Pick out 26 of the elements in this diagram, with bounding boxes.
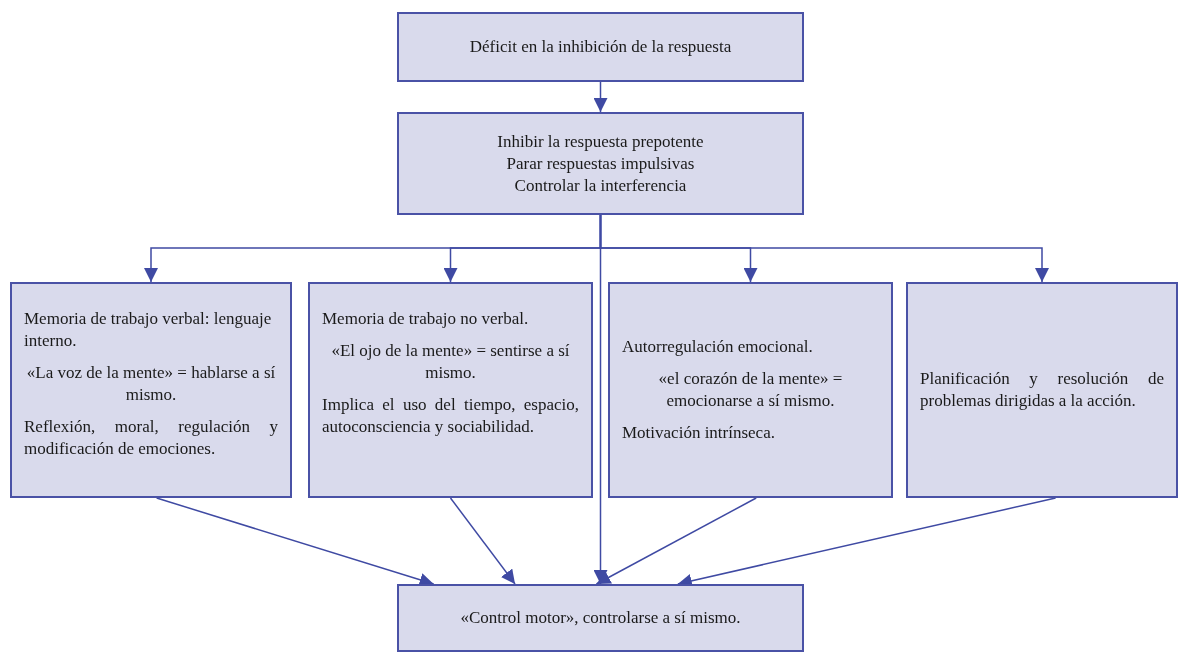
box-text: Parar respuestas impulsivas xyxy=(505,152,696,175)
box-text: Motivación intrínseca. xyxy=(622,422,776,444)
box-text: «el corazón de la mente» = emocionarse a sí mismo. xyxy=(657,368,844,412)
box-text: «La voz de la mente» = hablarse a sí mismo. xyxy=(25,362,277,406)
process-box xyxy=(906,282,1178,498)
box-text: Memoria de trabajo verbal: lenguaje interno. xyxy=(24,308,273,352)
arrow xyxy=(155,497,435,587)
box-text: Memoria de trabajo no verbal. xyxy=(322,308,530,330)
box-text: Controlar la interferencia xyxy=(513,174,688,197)
box-text: «El ojo de la mente» = sentirse a sí mismo. xyxy=(330,340,571,384)
box-text: Inhibir la respuesta prepotente xyxy=(496,130,705,153)
box-text: Déficit en la inhibición de la respuesta xyxy=(468,36,733,58)
process-box xyxy=(397,112,804,215)
box-text: Autorregulación emocional. xyxy=(622,336,814,358)
arrow xyxy=(593,81,608,113)
process-box xyxy=(10,282,292,498)
process-box xyxy=(397,12,804,82)
arrow xyxy=(449,497,516,585)
arrow xyxy=(595,497,757,585)
box-text: Reflexión, moral, regulación y modificación de emociones. xyxy=(24,416,278,460)
process-box xyxy=(397,584,804,652)
box-text: Planificación y resolución de problemas dirigidas a la acción. xyxy=(920,368,1164,412)
box-text: «Control motor», controlarse a sí mismo. xyxy=(459,607,742,629)
box-text: Implica el uso del tiempo, espacio, autoconsciencia y sociabilidad. xyxy=(322,394,579,438)
process-box xyxy=(608,282,893,498)
process-box xyxy=(308,282,593,498)
